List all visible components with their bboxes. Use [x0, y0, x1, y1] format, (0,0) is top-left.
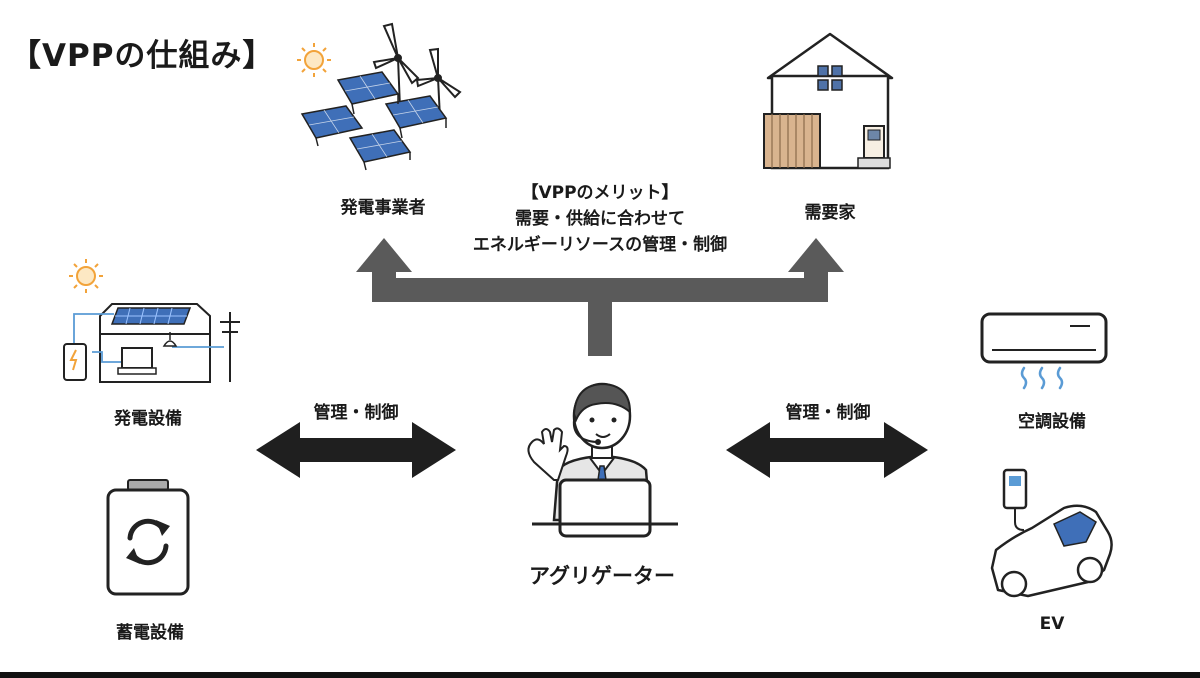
label-generation-equipment: 発電設備	[114, 409, 182, 429]
merit-heading: 【VPPのメリット】	[521, 183, 679, 203]
label-consumer: 需要家	[804, 203, 856, 223]
bottom-divider	[0, 672, 1200, 678]
battery-icon	[106, 479, 190, 596]
house-icon	[763, 32, 894, 170]
solar-farm-icon	[297, 22, 462, 171]
air-conditioner-icon	[980, 312, 1108, 390]
sun-icon	[297, 43, 331, 77]
wind-turbine-icon	[372, 22, 420, 109]
label-ev: EV	[1039, 614, 1065, 634]
merit-line-3: エネルギーリソースの管理・制御	[472, 235, 728, 255]
home-solar-system-icon	[63, 259, 240, 383]
left-arrow-label: 管理・制御	[313, 403, 399, 423]
label-aircon-equipment: 空調設備	[1018, 412, 1086, 432]
right-arrow-label: 管理・制御	[785, 403, 871, 423]
ev-car-icon	[990, 468, 1113, 598]
vpp-merit-text: 【VPPのメリット】 需要・供給に合わせて エネルギーリソースの管理・制御	[473, 180, 727, 258]
label-storage-equipment: 蓄電設備	[116, 623, 184, 643]
sun-icon	[69, 259, 103, 293]
label-generator-company: 発電事業者	[340, 198, 426, 218]
merit-line-2: 需要・供給に合わせて	[515, 209, 685, 229]
page-title: 【VPPの仕組み】	[10, 38, 275, 74]
label-aggregator: アグリゲーター	[529, 564, 675, 588]
aggregator-person-icon	[527, 382, 678, 538]
